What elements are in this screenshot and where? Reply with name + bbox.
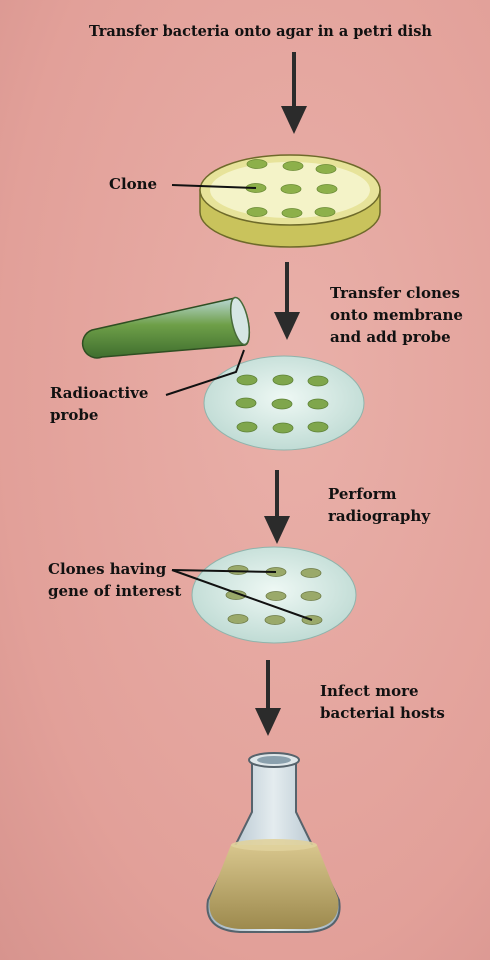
step2-text-line2: onto membrane xyxy=(330,306,463,325)
step2-text-line3: and add probe xyxy=(330,328,451,347)
radiography-membrane xyxy=(192,547,356,643)
step2-text-line1: Transfer clones xyxy=(330,284,460,303)
arrow-2 xyxy=(274,262,300,340)
petri-dish xyxy=(200,155,380,247)
interest-label-line1: Clones having xyxy=(48,560,166,579)
membrane xyxy=(204,356,364,450)
arrow-4 xyxy=(255,660,281,736)
flask xyxy=(207,753,339,932)
membrane-colonies xyxy=(236,375,328,433)
test-tube xyxy=(83,296,253,358)
clone-label: Clone xyxy=(109,175,157,194)
probe-label-line2: probe xyxy=(50,406,98,425)
step3-text-line1: Perform xyxy=(328,485,397,504)
petri-colonies xyxy=(246,160,337,218)
step3-text-line2: radiography xyxy=(328,507,430,526)
step1-text: Transfer bacteria onto agar in a petri d… xyxy=(89,22,432,41)
interest-label-line2: gene of interest xyxy=(48,582,181,601)
step4-text-line1: Infect more xyxy=(320,682,419,701)
step4-text-line2: bacterial hosts xyxy=(320,704,445,723)
arrow-1 xyxy=(281,52,307,134)
arrow-3 xyxy=(264,470,290,544)
probe-label-line1: Radioactive xyxy=(50,384,148,403)
